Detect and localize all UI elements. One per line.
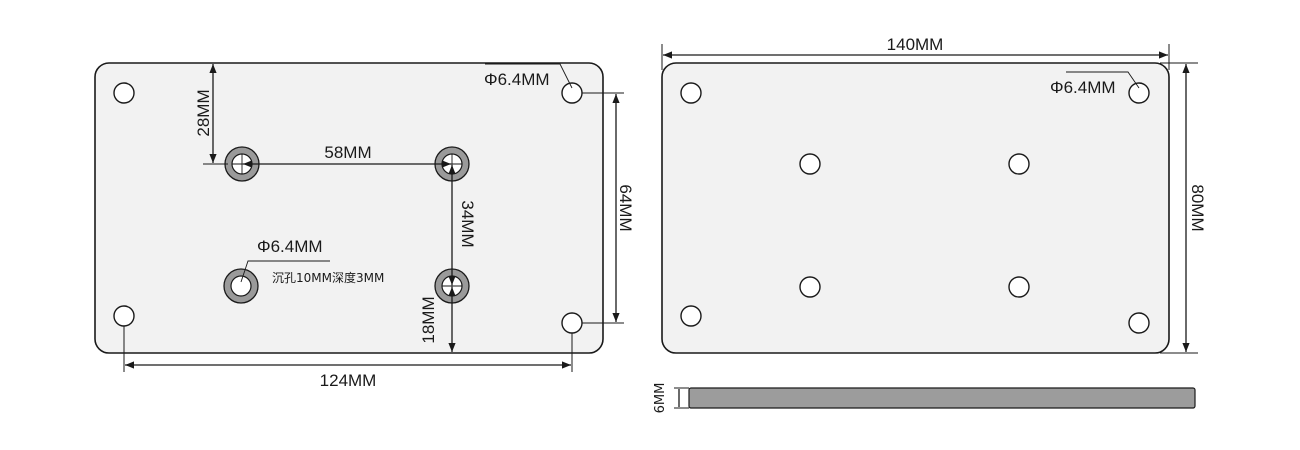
front-corner-hole-tr: [561, 82, 583, 104]
top-plate: [661, 62, 1170, 354]
front-corner-hole-tl: [113, 82, 135, 104]
top-inner-hole-1: [799, 153, 821, 175]
dim-label-6mm: 6MM: [653, 383, 668, 414]
front-corner-hole-br: [561, 312, 583, 334]
top-corner-hole-tr: [1128, 82, 1150, 104]
top-inner-hole-2: [1008, 153, 1030, 175]
front-corner-hole-bl: [113, 305, 135, 327]
top-corner-hole-br: [1128, 312, 1150, 334]
top-inner-hole-3: [799, 276, 821, 298]
top-inner-hole-4: [1008, 276, 1030, 298]
dim-label-124mm: 124MM: [320, 371, 377, 390]
dim-label-28mm: 28MM: [194, 89, 213, 136]
top-hole-dia-label: Φ6.4MM: [1050, 78, 1116, 97]
top-corner-hole-tl: [680, 82, 702, 104]
side-plate: [688, 387, 1196, 409]
front-view: 28MM 58MM 34MM 18MM 64MM 124MM Φ6.4MM Φ6…: [94, 62, 635, 390]
front-hole-dia-label: Φ6.4MM: [484, 70, 550, 89]
dim-label-34mm: 34MM: [458, 200, 477, 247]
top-view: 140MM 80MM Φ6.4MM: [661, 35, 1207, 354]
dim-label-80mm: 80MM: [1188, 184, 1207, 231]
top-corner-hole-bl: [680, 305, 702, 327]
side-view: 6MM: [653, 383, 1196, 414]
countersink-dia-label: Φ6.4MM: [257, 237, 323, 256]
dim-label-64mm: 64MM: [616, 184, 635, 231]
countersink-note: 沉孔10MM深度3MM: [272, 270, 384, 285]
dim-label-140mm: 140MM: [887, 35, 944, 54]
countersink-hole-4: [223, 268, 259, 304]
dim-label-58mm: 58MM: [324, 143, 371, 162]
dim-label-18mm: 18MM: [419, 296, 438, 343]
front-plate: [94, 62, 604, 354]
